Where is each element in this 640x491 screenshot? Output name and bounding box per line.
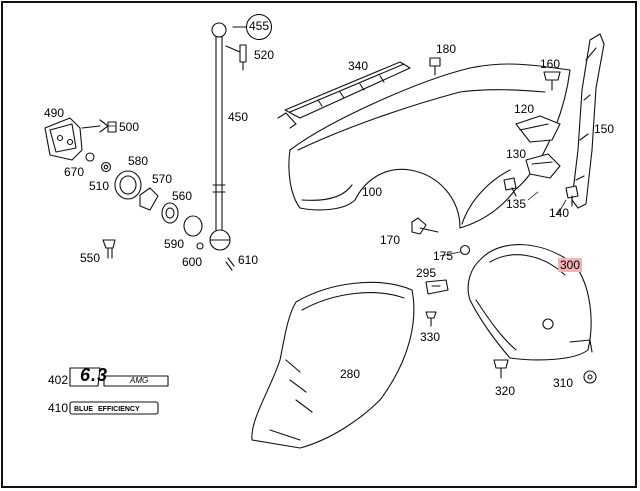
label-120[interactable]: 120: [514, 102, 535, 116]
screw-330: [425, 311, 437, 327]
prop-rod-450: [209, 22, 231, 251]
bolt-170: [411, 217, 439, 235]
label-300[interactable]: 300: [558, 258, 583, 272]
ring-590: [183, 215, 203, 237]
label-100[interactable]: 100: [362, 185, 383, 199]
nut-175: [459, 244, 471, 256]
label-320[interactable]: 320: [495, 384, 516, 398]
label-560[interactable]: 560: [172, 189, 193, 203]
bushing-560: [161, 202, 179, 224]
bolt-500: [107, 121, 117, 133]
label-450[interactable]: 450: [228, 110, 249, 124]
label-170[interactable]: 170: [380, 233, 401, 247]
clip-160: [543, 71, 561, 91]
label-310[interactable]: 310: [553, 376, 574, 390]
label-295[interactable]: 295: [416, 266, 437, 280]
emblem-402: [69, 367, 169, 387]
label-135[interactable]: 135: [506, 197, 527, 211]
label-490[interactable]: 490: [44, 106, 65, 120]
label-670[interactable]: 670: [64, 165, 85, 179]
hinge-490: [44, 117, 109, 161]
wheel-liner-300: [467, 244, 593, 361]
washer-600: [196, 242, 204, 250]
emblem-63-text: 6.3: [80, 365, 109, 385]
callout-455[interactable]: 455: [246, 14, 272, 40]
leader-lines: [107, 125, 567, 257]
bracket-150: [571, 33, 605, 209]
washer-670: [85, 152, 95, 162]
nut-510: [100, 161, 112, 173]
emblem-410: [69, 401, 159, 415]
label-340[interactable]: 340: [348, 59, 369, 73]
label-130[interactable]: 130: [506, 147, 527, 161]
bracket-120: [515, 115, 561, 143]
emblem-amg-text: AMG: [130, 376, 149, 385]
label-280[interactable]: 280: [340, 367, 361, 381]
label-330[interactable]: 330: [420, 330, 441, 344]
bracket-130: [525, 153, 561, 179]
spring-610: [225, 257, 235, 271]
emblem-blue-badge: BLUE: [74, 406, 94, 413]
bolt-135: [503, 177, 517, 197]
label-510[interactable]: 510: [89, 179, 110, 193]
clip-550: [102, 239, 116, 259]
label-402[interactable]: 402: [48, 373, 69, 387]
bolt-140: [565, 185, 579, 207]
clip-320: [493, 359, 509, 379]
label-180[interactable]: 180: [436, 42, 457, 56]
wheel-liner-280: [251, 281, 415, 449]
bracket-295: [425, 279, 449, 295]
bracket-570: [139, 187, 159, 211]
label-140[interactable]: 140: [549, 206, 570, 220]
emblem-efficiency-text: EFFICIENCY: [98, 406, 140, 413]
nut-310: [583, 370, 597, 384]
grommet-580: [114, 170, 142, 200]
label-600[interactable]: 600: [182, 255, 203, 269]
bolt-180: [429, 57, 441, 76]
label-410[interactable]: 410: [48, 401, 69, 415]
label-175[interactable]: 175: [433, 249, 454, 263]
label-550[interactable]: 550: [80, 251, 101, 265]
fender-100: [288, 63, 571, 229]
label-580[interactable]: 580: [128, 154, 149, 168]
label-150[interactable]: 150: [594, 122, 615, 136]
label-520[interactable]: 520: [254, 48, 275, 62]
label-160[interactable]: 160: [540, 57, 561, 71]
clip-520: [225, 44, 247, 71]
label-500[interactable]: 500: [119, 120, 140, 134]
label-570[interactable]: 570: [152, 172, 173, 186]
label-590[interactable]: 590: [164, 237, 185, 251]
label-610[interactable]: 610: [238, 253, 259, 267]
seal-strip-340: [277, 61, 411, 129]
